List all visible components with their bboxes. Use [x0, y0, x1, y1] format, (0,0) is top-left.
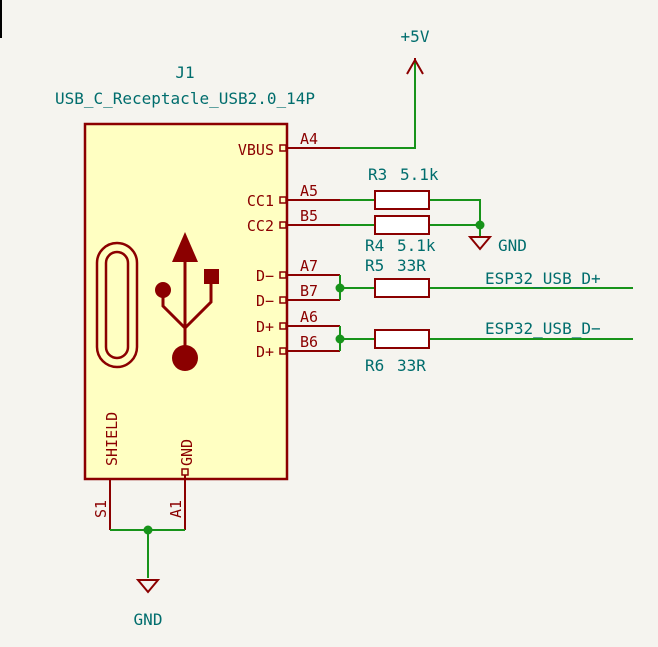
r4-value: 5.1k — [397, 236, 436, 255]
resistor-body-icon — [374, 278, 430, 298]
usbc-receptacle-outline-icon — [95, 241, 139, 369]
pin-number: B7 — [300, 282, 318, 300]
wire-vbus[interactable] — [340, 62, 416, 149]
pin-gnd[interactable]: GND A1 — [167, 439, 196, 530]
resistor-r4[interactable]: R4 5.1k — [365, 215, 436, 255]
pin-number: A4 — [300, 130, 318, 148]
r3-ref: R3 — [368, 165, 387, 184]
resistor-body-icon — [374, 215, 430, 235]
ground-icon — [467, 236, 493, 251]
pin-name: D− — [256, 292, 274, 310]
r4-ref: R4 — [365, 236, 384, 255]
pin-name: D+ — [256, 318, 274, 336]
pin-name: D+ — [256, 343, 274, 361]
power-gnd-bottom[interactable]: GND — [134, 579, 163, 629]
pin-dminus-b7[interactable]: D− B7 — [256, 282, 340, 310]
junction-dot — [335, 283, 345, 293]
resistor-body-icon — [374, 329, 430, 349]
pin-number: A1 — [167, 500, 185, 518]
usb-logo-icon — [155, 232, 219, 371]
junction-dot — [475, 220, 485, 230]
pin-name: CC1 — [247, 192, 274, 210]
power-5v[interactable]: +5V — [401, 27, 430, 75]
junction-dot — [143, 525, 153, 535]
resistor-r5[interactable]: R5 33R — [365, 256, 430, 298]
net-label-esp32-usb-dplus[interactable]: ESP32_USB_D+ — [485, 269, 601, 288]
power-arrow-icon — [406, 57, 424, 75]
wires — [110, 62, 633, 578]
pin-number: S1 — [92, 500, 110, 518]
resistor-r6[interactable]: R6 33R — [365, 329, 430, 375]
pin-vbus[interactable]: VBUS A4 — [238, 130, 340, 159]
gnd-cc-label: GND — [498, 236, 527, 255]
pin-cc2[interactable]: CC2 B5 — [247, 207, 340, 235]
resistor-r3[interactable]: R3 5.1k — [368, 165, 439, 210]
pin-number: B5 — [300, 207, 318, 225]
pin-name: SHIELD — [103, 412, 121, 466]
r5-value: 33R — [397, 256, 426, 275]
pin-cc1[interactable]: CC1 A5 — [247, 182, 340, 210]
resistor-body-icon — [374, 190, 430, 210]
power-gnd-cc[interactable]: GND — [467, 236, 527, 255]
r3-value: 5.1k — [400, 165, 439, 184]
j1-reference: J1 — [175, 63, 194, 82]
pin-name: CC2 — [247, 217, 274, 235]
ground-icon — [135, 579, 161, 594]
pin-number: A6 — [300, 308, 318, 326]
wire-r3-gnd[interactable] — [429, 199, 481, 237]
pin-number: A5 — [300, 182, 318, 200]
pin-shield[interactable]: SHIELD S1 — [92, 412, 121, 530]
r6-value: 33R — [397, 356, 426, 375]
pin-dplus-a6[interactable]: D+ A6 — [256, 308, 340, 336]
junction-dot — [335, 334, 345, 344]
pin-dminus-a7[interactable]: D− A7 — [256, 257, 340, 285]
usbc-receptacle-inner-icon — [104, 250, 130, 360]
r5-ref: R5 — [365, 256, 384, 275]
j1-value: USB_C_Receptacle_USB2.0_14P — [55, 89, 315, 108]
pin-number: B6 — [300, 333, 318, 351]
pin-dplus-b6[interactable]: D+ B6 — [256, 333, 340, 361]
pin-name: D− — [256, 267, 274, 285]
pin-name: VBUS — [238, 141, 274, 159]
connector-j1[interactable]: J1 USB_C_Receptacle_USB2.0_14P VBUS A4 C… — [55, 63, 340, 530]
pin-name: GND — [178, 439, 196, 466]
pin-number: A7 — [300, 257, 318, 275]
gnd-bottom-label: GND — [134, 610, 163, 629]
net-label-esp32-usb-dminus[interactable]: ESP32_USB_D− — [485, 319, 601, 338]
power-5v-label: +5V — [401, 27, 430, 46]
r6-ref: R6 — [365, 356, 384, 375]
